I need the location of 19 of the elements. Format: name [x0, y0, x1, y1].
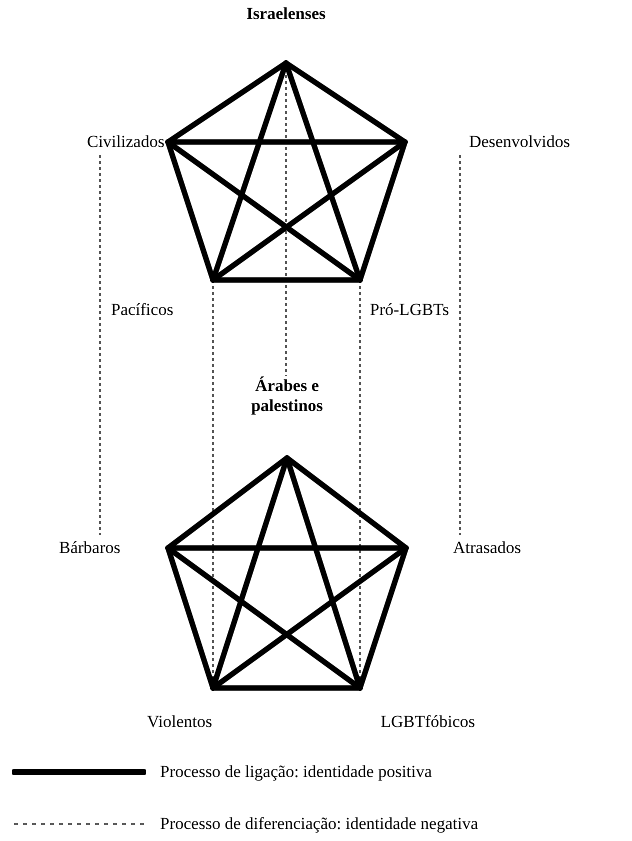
connecting-line: [210, 139, 408, 283]
vertex-label: Bárbaros: [58, 538, 122, 558]
vertex-label: Violentos: [146, 712, 214, 732]
connecting-line: [210, 685, 363, 691]
dashed-line: [99, 155, 101, 535]
vertex-label: Pacíficos: [110, 300, 174, 320]
vertex-label: Civilizados: [86, 132, 166, 152]
connecting-line: [165, 139, 363, 283]
legend-text: Processo de ligação: identidade positiva: [160, 762, 432, 782]
connecting-line: [165, 545, 363, 691]
connecting-line: [210, 545, 409, 691]
group-title: Árabes e palestinos: [250, 376, 324, 417]
dashed-line: [459, 155, 461, 535]
vertex-label: Pró-LGBTs: [368, 300, 450, 320]
vertex-label: Atrasados: [452, 538, 522, 558]
vertex-label: LGBTfóbicos: [380, 712, 476, 732]
legend-text: Processo de diferenciação: identidade negativa: [160, 814, 478, 834]
vertex-label: Desenvolvidos: [468, 132, 571, 152]
group-title: Israelenses: [245, 4, 327, 24]
